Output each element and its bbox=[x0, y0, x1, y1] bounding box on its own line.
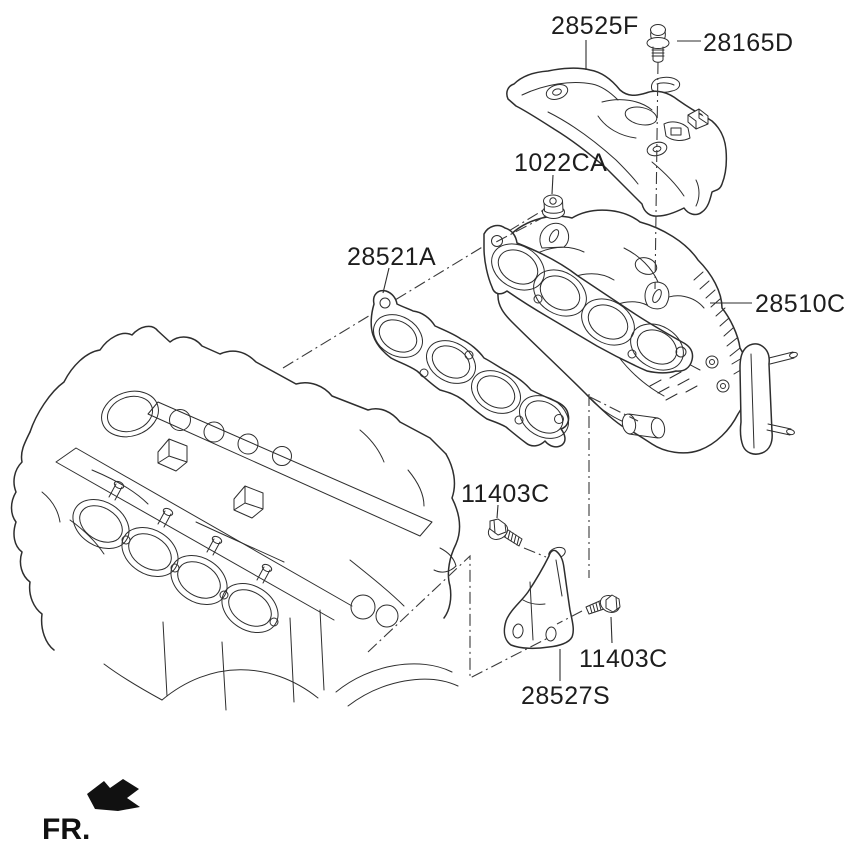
shield-crease bbox=[547, 111, 639, 185]
assembly-axis-lines bbox=[367, 61, 659, 679]
fr-arrow-icon bbox=[87, 779, 140, 811]
bolt-head bbox=[650, 24, 666, 36]
callout-28521a: 28521A bbox=[347, 243, 436, 271]
engine-oil-cap-inner bbox=[107, 395, 153, 433]
bracket-hole-right bbox=[545, 626, 557, 642]
leader-28521a bbox=[382, 267, 390, 294]
axis-nut bbox=[495, 215, 547, 243]
axis-gasket-manifold bbox=[282, 205, 551, 369]
assembly-axis-under bbox=[282, 205, 551, 369]
engine-studs bbox=[108, 480, 273, 584]
bolt-head bbox=[489, 518, 507, 536]
gasket-bolt-hole bbox=[379, 297, 391, 309]
shield-bolt-hole-2 bbox=[646, 141, 668, 157]
manifold-inlet-flange bbox=[483, 224, 694, 374]
engine-plug-wells bbox=[169, 409, 399, 628]
engine-cam-rails bbox=[147, 401, 433, 537]
shield-mount-tab bbox=[644, 281, 670, 310]
engine-top-silhouette bbox=[29, 325, 447, 455]
callout-11403c-lower: 11403C bbox=[579, 645, 668, 673]
runner-tab bbox=[539, 222, 570, 249]
gasket-drawing-28521a bbox=[370, 289, 570, 448]
shield-bolt-hole-1 bbox=[545, 84, 569, 100]
heat-protector-outline bbox=[506, 67, 728, 217]
leader-11403c-upper bbox=[496, 504, 499, 519]
shield-inner-top bbox=[521, 82, 619, 101]
nut-drawing-1022ca bbox=[542, 194, 565, 219]
bracket-drawing-28527s bbox=[503, 546, 574, 650]
nut-top bbox=[543, 194, 563, 208]
shield-flap bbox=[663, 121, 691, 141]
leader-lines bbox=[382, 40, 752, 681]
engine-right-edge bbox=[443, 453, 461, 619]
bolt-drawing-11403c-upper bbox=[487, 518, 523, 547]
hanger-hook bbox=[651, 76, 681, 93]
bracket-body bbox=[503, 549, 574, 650]
bolt-head bbox=[605, 594, 621, 613]
manifold-catalyst-drawing-28510c bbox=[483, 209, 798, 455]
callout-28510c: 28510C bbox=[755, 290, 846, 318]
leader-1022ca bbox=[551, 174, 554, 195]
manifold-stud-boss2 bbox=[716, 379, 730, 393]
axis-bolt-upper bbox=[523, 547, 547, 558]
axis-shield-bolt bbox=[654, 61, 659, 290]
engine-left-edge bbox=[10, 431, 55, 651]
callout-labels: 28525F 28165D 1022CA 28521A 28510C 11403… bbox=[347, 12, 846, 710]
axis-bolt-lower bbox=[556, 610, 583, 625]
callout-11403c-upper: 11403C bbox=[461, 480, 550, 508]
shield-opening bbox=[624, 106, 658, 126]
callout-1022ca: 1022CA bbox=[514, 149, 607, 177]
callout-28165d: 28165D bbox=[703, 29, 794, 57]
axis-manifold-lug bbox=[589, 396, 639, 422]
engine-detail-lines bbox=[41, 429, 457, 607]
direction-indicator: FR. bbox=[42, 779, 140, 846]
engine-exhaust-ports bbox=[72, 498, 279, 634]
outlet-flange bbox=[739, 343, 798, 455]
engine-exhaust-face-edges bbox=[55, 447, 353, 621]
engine-brackets bbox=[157, 438, 264, 519]
manifold-stud-boss bbox=[705, 355, 719, 369]
callout-28525f: 28525F bbox=[551, 12, 639, 40]
catalyst-louvers bbox=[649, 371, 698, 401]
shield-clip-tab bbox=[687, 108, 709, 130]
manifold-boss bbox=[634, 257, 658, 275]
bolt-washer bbox=[646, 37, 670, 49]
bolt-drawing-28165d bbox=[646, 24, 670, 63]
engine-lower-block bbox=[103, 609, 459, 711]
engine-assembly-drawing bbox=[10, 325, 461, 711]
engine-oil-cap bbox=[101, 390, 159, 438]
bracket-hole-left bbox=[512, 623, 524, 639]
bolt-drawing-11403c-lower bbox=[585, 594, 621, 615]
fr-label: FR. bbox=[42, 813, 90, 846]
bolt-threads bbox=[651, 46, 665, 63]
heat-protector-drawing-28525f bbox=[506, 67, 728, 217]
callout-28527s: 28527S bbox=[521, 682, 610, 710]
axis-bracket-engine bbox=[367, 554, 549, 679]
leader-11403c-lower bbox=[610, 616, 613, 644]
